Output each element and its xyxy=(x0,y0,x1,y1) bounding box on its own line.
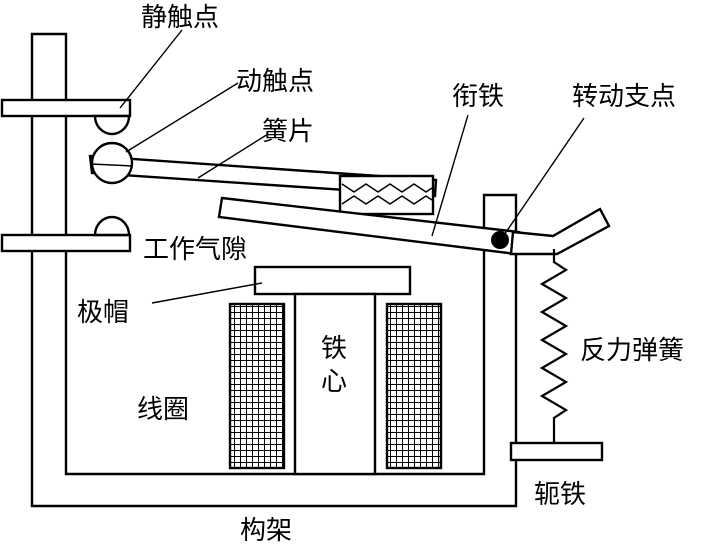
label-armature: 衔铁 xyxy=(452,82,504,112)
label-pole-cap: 极帽 xyxy=(77,298,129,328)
armature-lever xyxy=(509,207,611,256)
coil-left xyxy=(228,302,286,470)
label-reed: 簧片 xyxy=(262,117,314,147)
leader-pivot xyxy=(501,117,585,239)
label-spring: 反力弹簧 xyxy=(580,336,684,366)
frame-body xyxy=(30,32,518,508)
label-air-gap: 工作气隙 xyxy=(143,235,247,265)
leader-static-contact xyxy=(119,29,183,109)
label-core-line2: 心 xyxy=(321,367,347,397)
label-pivot: 转动支点 xyxy=(572,82,676,112)
label-moving-contact: 动触点 xyxy=(236,67,314,97)
label-core-line1: 铁 xyxy=(321,334,347,364)
leader-armature xyxy=(431,114,469,237)
lower-static-contact xyxy=(93,215,131,237)
pole-cap xyxy=(253,265,412,296)
insulator-block xyxy=(338,174,435,216)
label-coil: 线圈 xyxy=(137,395,189,425)
label-frame: 构架 xyxy=(240,516,292,546)
upper-static-contact xyxy=(93,114,131,136)
return-spring xyxy=(539,249,569,443)
yoke-bar xyxy=(509,441,604,462)
coil-right xyxy=(385,302,443,470)
lower-contact-bracket xyxy=(0,233,132,253)
moving-contact xyxy=(90,141,134,185)
label-static-contact: 静触点 xyxy=(141,3,219,33)
insulator-zigzag xyxy=(341,183,433,205)
moving-contact-divider xyxy=(90,163,134,167)
leader-pole-cap xyxy=(151,282,263,304)
upper-contact-bracket xyxy=(0,98,132,118)
leader-reed xyxy=(197,133,269,179)
leader-moving-contact xyxy=(125,82,239,153)
label-yoke: 轭铁 xyxy=(534,480,586,510)
pivot-point xyxy=(491,231,509,249)
iron-core xyxy=(293,292,377,476)
